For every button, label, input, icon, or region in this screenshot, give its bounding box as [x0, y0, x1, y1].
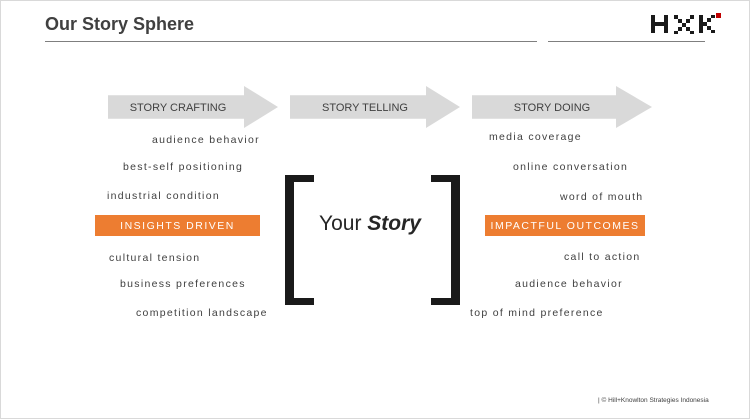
left-item: audience behavior: [152, 134, 260, 146]
right-item: online conversation: [513, 161, 629, 173]
center-prefix: Your: [319, 212, 362, 235]
stage-label-telling: STORY TELLING: [321, 102, 408, 114]
right-item: word of mouth: [560, 191, 644, 203]
right-item: top of mind preference: [470, 307, 604, 319]
copyright-footer: | © Hill+Knowlton Strategies Indonesia: [598, 397, 709, 404]
title-divider: [45, 41, 537, 42]
slide-title: Our Story Sphere: [45, 14, 195, 34]
impactful-outcomes-badge: IMPACTFUL OUTCOMES: [485, 215, 645, 236]
left-item: industrial condition: [107, 190, 220, 202]
insights-driven-badge: INSIGHTS DRIVEN: [95, 215, 260, 236]
left-item: best-self positioning: [123, 161, 244, 173]
right-item: call to action: [564, 251, 641, 263]
stage-label-crafting: STORY CRAFTING: [129, 102, 227, 114]
left-bracket: [285, 175, 314, 305]
left-item: cultural tension: [109, 252, 201, 264]
center-emphasis: Story: [367, 212, 421, 235]
title-divider-short: [548, 41, 705, 42]
right-bracket: [431, 175, 460, 305]
right-item: media coverage: [489, 131, 582, 143]
left-item: business preferences: [120, 278, 246, 290]
stage-label-doing: STORY DOING: [513, 102, 591, 114]
left-item: competition landscape: [136, 307, 268, 319]
right-item: audience behavior: [515, 278, 623, 290]
center-statement: Your Story: [319, 212, 421, 236]
hkstrategies-logo-icon: [651, 13, 721, 34]
